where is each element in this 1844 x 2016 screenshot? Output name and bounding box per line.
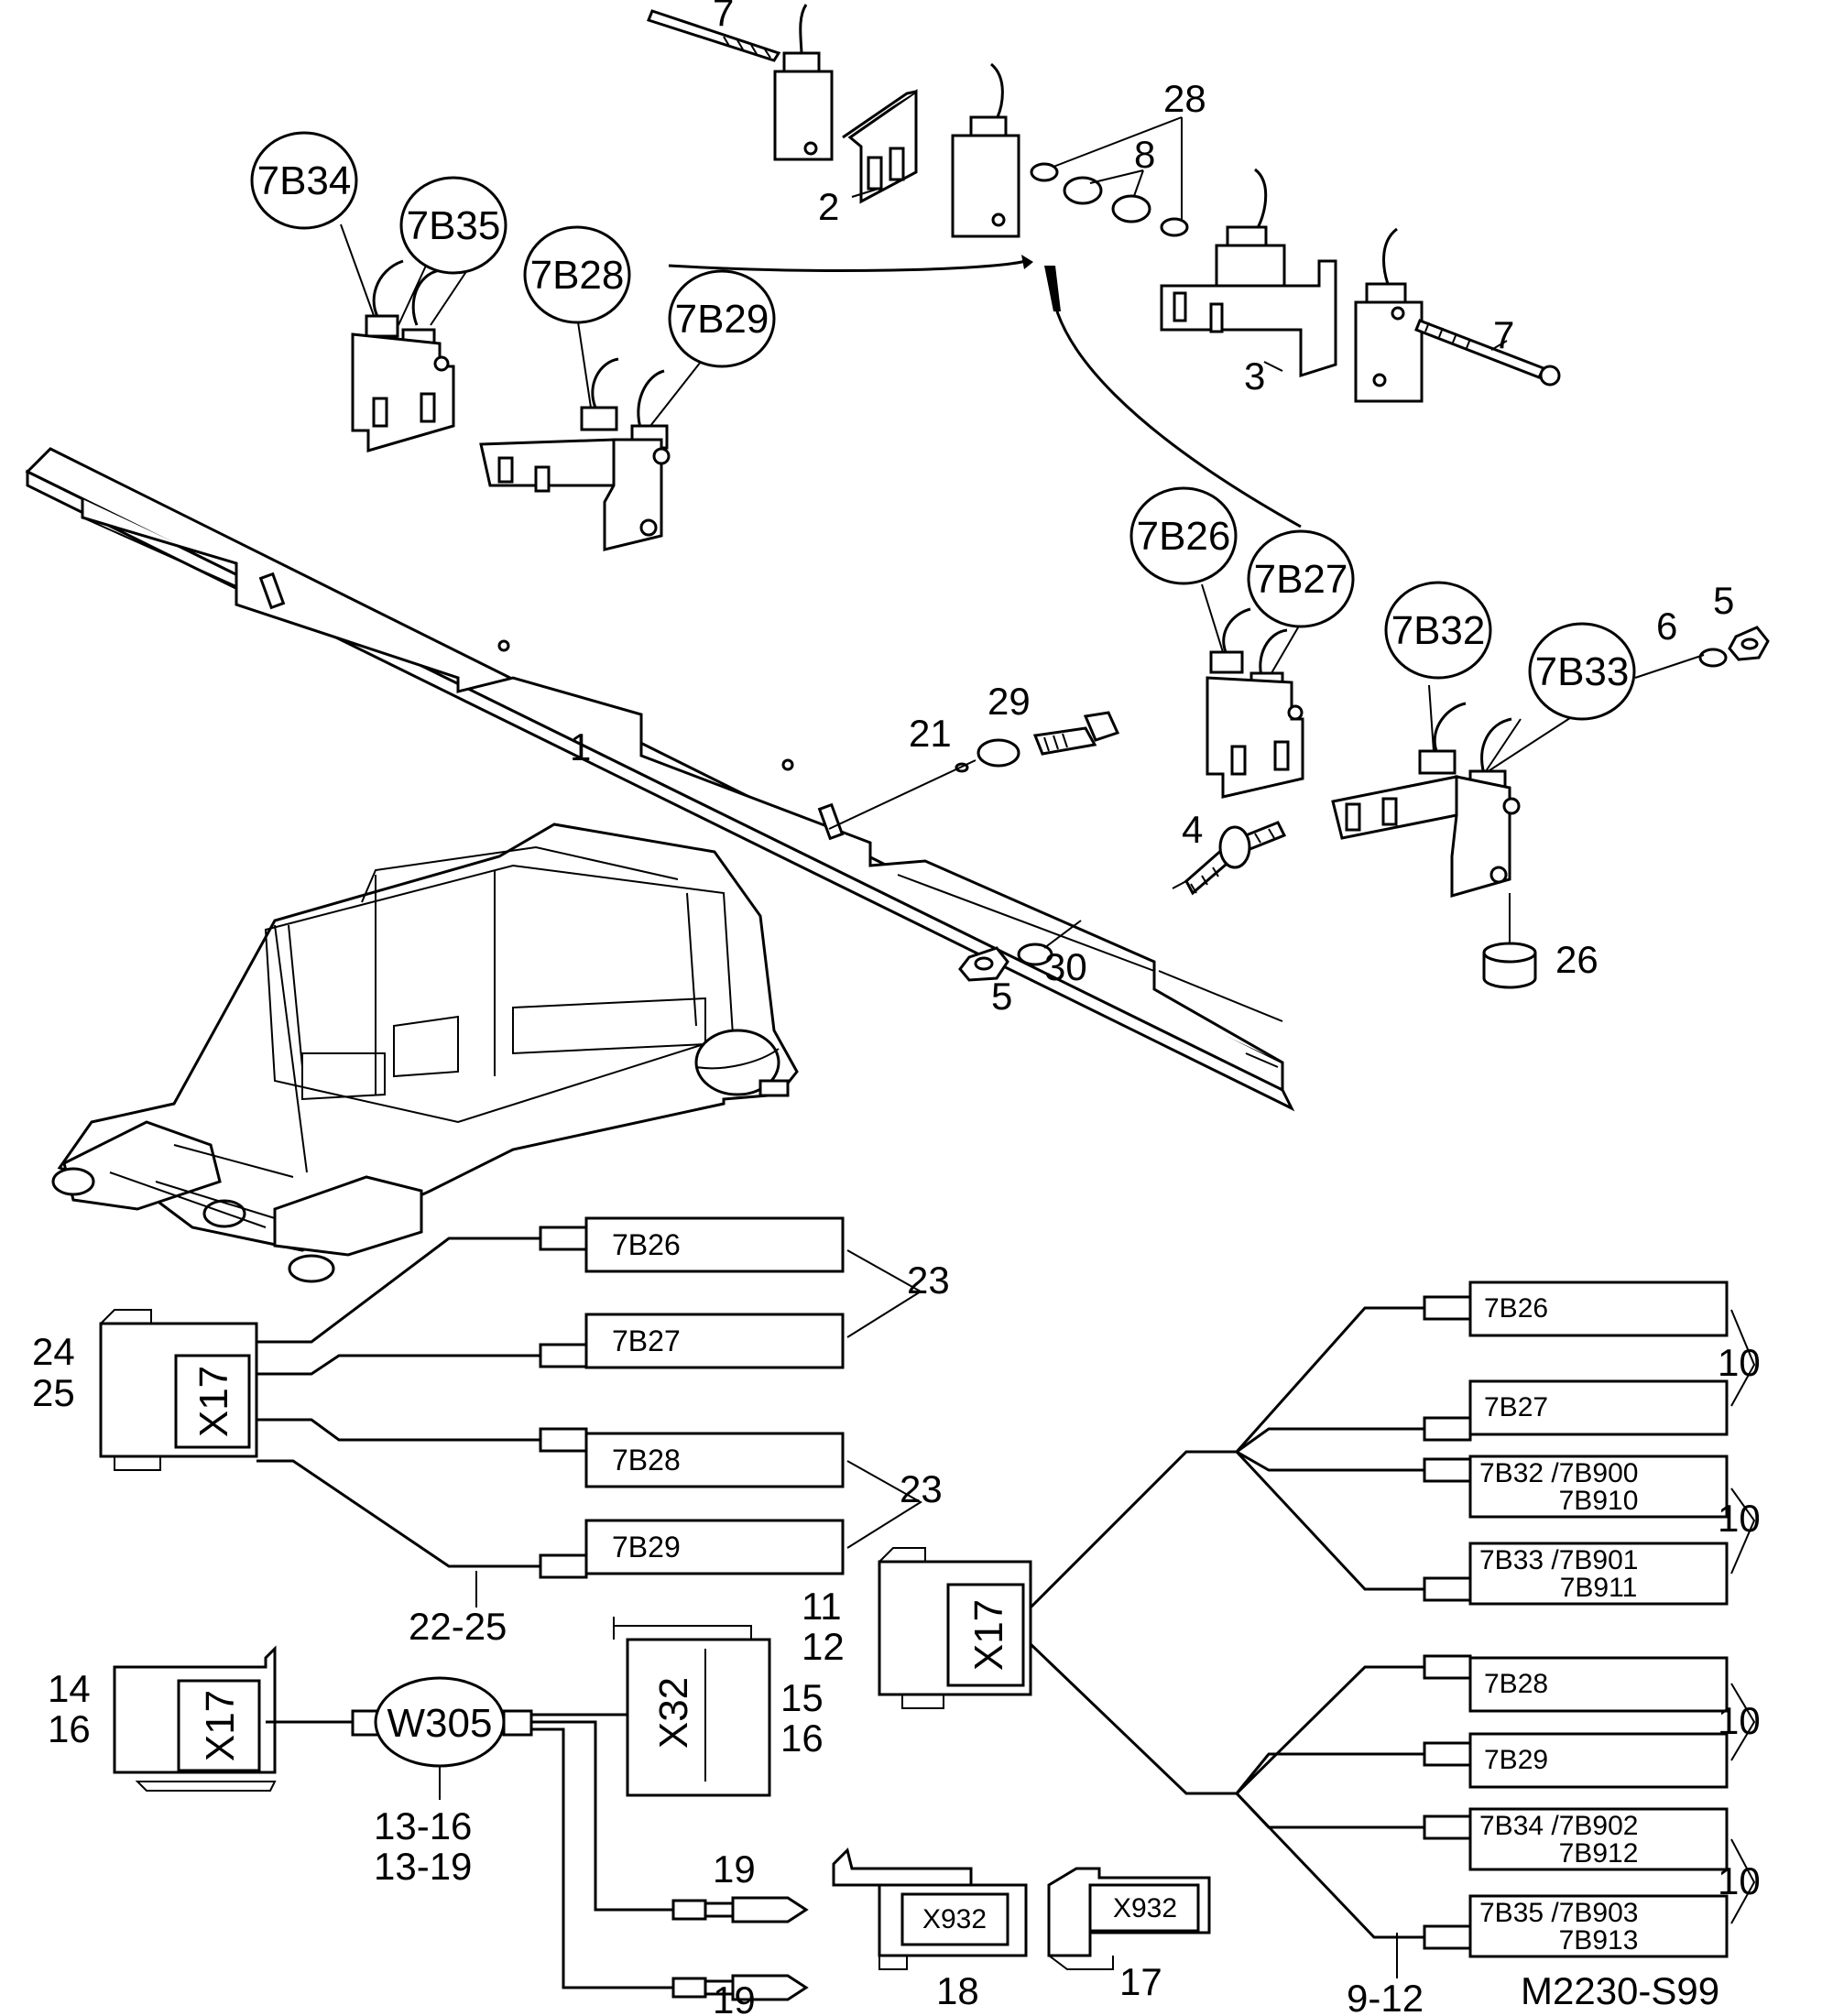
- part-number-callouts: 7 28 8 2 7 3 1 29 21 6 5 4 30 5 26 23 23…: [32, 0, 1761, 2016]
- right-sensor-label-7a: 7B34 /7B902: [1479, 1811, 1638, 1841]
- callout-2: 2: [818, 185, 839, 228]
- callout-21: 21: [909, 712, 952, 755]
- left-sensor-label-4: 7B29: [612, 1531, 681, 1564]
- sensor-pair-7B28-7B29: [479, 315, 702, 551]
- right-sensor-label-2: 7B27: [1484, 1392, 1548, 1422]
- callout-16-right: 16: [780, 1716, 824, 1760]
- balloon-label-7B33: 7B33: [1535, 649, 1630, 694]
- cable-left-connector-label: X17: [198, 1690, 243, 1761]
- callout-19-upper: 19: [713, 1847, 756, 1891]
- balloon-label-7B26: 7B26: [1137, 514, 1231, 559]
- left-sensor-label-1: 7B26: [612, 1228, 681, 1261]
- callout-13-19: 13-19: [374, 1845, 472, 1888]
- callout-9-12: 9-12: [1347, 1977, 1424, 2016]
- callout-6: 6: [1656, 605, 1677, 648]
- balloons: 7B34 7B35 7B28 7B29 7B26 7B27 7B32 7B33: [250, 131, 1636, 721]
- callout-29: 29: [987, 680, 1031, 723]
- callout-11: 11: [802, 1585, 842, 1628]
- hardware-21-29-4-26-5-6-30: [828, 626, 1770, 989]
- plug-18-label: X932: [922, 1904, 987, 1934]
- right-sensor-label-3a: 7B32 /7B900: [1479, 1458, 1638, 1488]
- callout-15: 15: [780, 1676, 824, 1719]
- sensor-pair-7B34-7B35: [340, 223, 468, 452]
- right-sensor-label-5: 7B28: [1484, 1669, 1548, 1699]
- right-sensor-label-8a: 7B35 /7B903: [1479, 1898, 1638, 1928]
- callout-10-c: 10: [1718, 1699, 1761, 1742]
- balloon-label-W305: W305: [387, 1701, 493, 1746]
- right-sensor-label-4b: 7B911: [1560, 1573, 1638, 1603]
- callout-10-a: 10: [1718, 1341, 1761, 1384]
- callout-24: 24: [32, 1330, 75, 1373]
- callout-22-25: 22-25: [409, 1605, 507, 1648]
- callout-19-lower: 19: [713, 1978, 756, 2016]
- callout-1: 1: [570, 725, 591, 768]
- callout-13-16: 13-16: [374, 1804, 472, 1847]
- callout-7-top: 7: [713, 0, 734, 34]
- balloon-label-7B27: 7B27: [1254, 557, 1348, 602]
- left-sensor-label-2: 7B27: [612, 1324, 681, 1357]
- callout-28: 28: [1163, 77, 1206, 120]
- left-harness-connector-label: X17: [191, 1366, 236, 1437]
- callout-14: 14: [48, 1667, 91, 1710]
- rail-part-1: [25, 447, 1295, 1112]
- callout-12: 12: [802, 1625, 845, 1668]
- right-sensor-label-8b: 7B913: [1559, 1925, 1639, 1956]
- drawing-id: M2230-S99: [1521, 1969, 1719, 2012]
- right-sensor-label-6: 7B29: [1484, 1745, 1548, 1775]
- balloon-label-7B29: 7B29: [675, 297, 769, 342]
- callout-5-bottom: 5: [991, 975, 1012, 1018]
- right-sensor-label-4a: 7B33 /7B901: [1479, 1545, 1638, 1575]
- callout-10-b: 10: [1718, 1497, 1761, 1540]
- callout-23-lower: 23: [900, 1467, 943, 1510]
- sensor-pair-7B32-7B33: [1331, 654, 1705, 898]
- callout-8: 8: [1134, 133, 1155, 176]
- callout-18: 18: [936, 1969, 979, 2012]
- balloon-label-7B35: 7B35: [407, 203, 501, 248]
- balloon-label-7B34: 7B34: [257, 158, 352, 203]
- top-sensor-assembly: [647, 4, 1561, 403]
- callout-5-right: 5: [1713, 579, 1734, 622]
- callout-3: 3: [1244, 354, 1265, 398]
- callout-7-right: 7: [1493, 313, 1514, 356]
- callout-25: 25: [32, 1371, 75, 1414]
- sensor-pair-7B26-7B27: [1201, 583, 1304, 799]
- right-sensor-label-7b: 7B912: [1559, 1838, 1639, 1869]
- right-sensor-label-3b: 7B910: [1559, 1486, 1639, 1516]
- balloon-label-7B28: 7B28: [530, 253, 625, 298]
- callout-23-upper: 23: [907, 1259, 950, 1302]
- callout-17: 17: [1119, 1960, 1162, 2003]
- left-harness: X17 7B26 7B27 7B28 7B29: [99, 1216, 922, 1607]
- callout-30: 30: [1044, 945, 1087, 988]
- right-harness: X17 7B26 7B27 7B32 /7B900 7B910 7B33 /7B: [878, 1280, 1756, 1978]
- callout-10-d: 10: [1718, 1859, 1761, 1902]
- right-harness-connector-label: X17: [966, 1599, 1011, 1671]
- left-sensor-label-3: 7B28: [612, 1444, 681, 1477]
- vehicle-frame-drawing: [51, 823, 799, 1283]
- callout-16-left: 16: [48, 1707, 91, 1750]
- cable-assembly-W305: X17 W305 X32 X932 X932: [113, 1617, 1211, 2001]
- cable-right-connector-label: X32: [651, 1677, 696, 1749]
- callout-26: 26: [1555, 938, 1598, 981]
- balloon-label-7B32: 7B32: [1391, 608, 1486, 653]
- plug-17-label: X932: [1113, 1893, 1177, 1923]
- callout-4: 4: [1182, 808, 1203, 851]
- right-sensor-label-1: 7B26: [1484, 1293, 1548, 1324]
